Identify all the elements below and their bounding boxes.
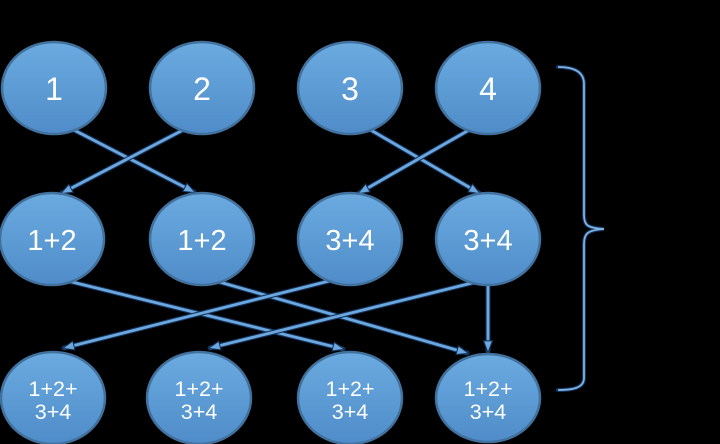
arrow-1-to-sum12-right	[71, 127, 194, 195]
right-curly-brace	[556, 65, 605, 392]
arrow-4-to-sum34-left	[359, 127, 472, 196]
node-r3c2: 1+2+ 3+4	[145, 350, 253, 444]
arrow-2-to-sum12-left	[62, 127, 186, 196]
arrow-sum12a-to-total3	[65, 278, 343, 349]
node-r1c1-label: 1	[45, 71, 63, 107]
arrow-sum34b-to-total2	[210, 279, 479, 348]
node-r2c1: 1+2	[0, 191, 106, 287]
node-r1c1: 1	[0, 40, 108, 136]
node-r2c4: 3+4	[434, 191, 542, 287]
node-r2c2: 1+2	[148, 191, 256, 287]
node-r2c3: 3+4	[296, 191, 404, 287]
node-r3c2-label-line2: 3+4	[181, 400, 218, 424]
node-r3c3-label-line1: 1+2+	[325, 377, 374, 401]
node-r1c2: 2	[148, 40, 256, 136]
node-r1c3: 3	[296, 40, 404, 136]
node-r3c2-label-line1: 1+2+	[174, 377, 223, 401]
node-r3c1-label-line1: 1+2+	[28, 377, 77, 401]
node-r1c3-label: 3	[341, 71, 359, 107]
node-r1c2-label: 2	[193, 71, 211, 107]
arrow-3-to-sum34-right	[366, 126, 479, 196]
node-r2c3-label: 3+4	[325, 225, 374, 257]
node-r3c4-label-line2: 3+4	[470, 400, 507, 424]
node-r2c4-label: 3+4	[463, 225, 512, 257]
node-r3c3: 1+2+ 3+4	[296, 350, 404, 444]
node-r3c1-label-line2: 3+4	[35, 400, 72, 424]
node-r1c4-label: 4	[479, 71, 497, 107]
node-r3c1: 1+2+ 3+4	[0, 350, 107, 444]
node-r2c1-label: 1+2	[27, 225, 76, 257]
arrow-sum34a-to-total1	[64, 277, 336, 348]
node-r3c3-label-line2: 3+4	[332, 400, 369, 424]
node-r1c4: 4	[434, 40, 542, 136]
node-r3c4-label-line1: 1+2+	[463, 377, 512, 401]
node-r3c4: 1+2+ 3+4	[434, 352, 542, 444]
node-r2c2-label: 1+2	[177, 225, 226, 257]
